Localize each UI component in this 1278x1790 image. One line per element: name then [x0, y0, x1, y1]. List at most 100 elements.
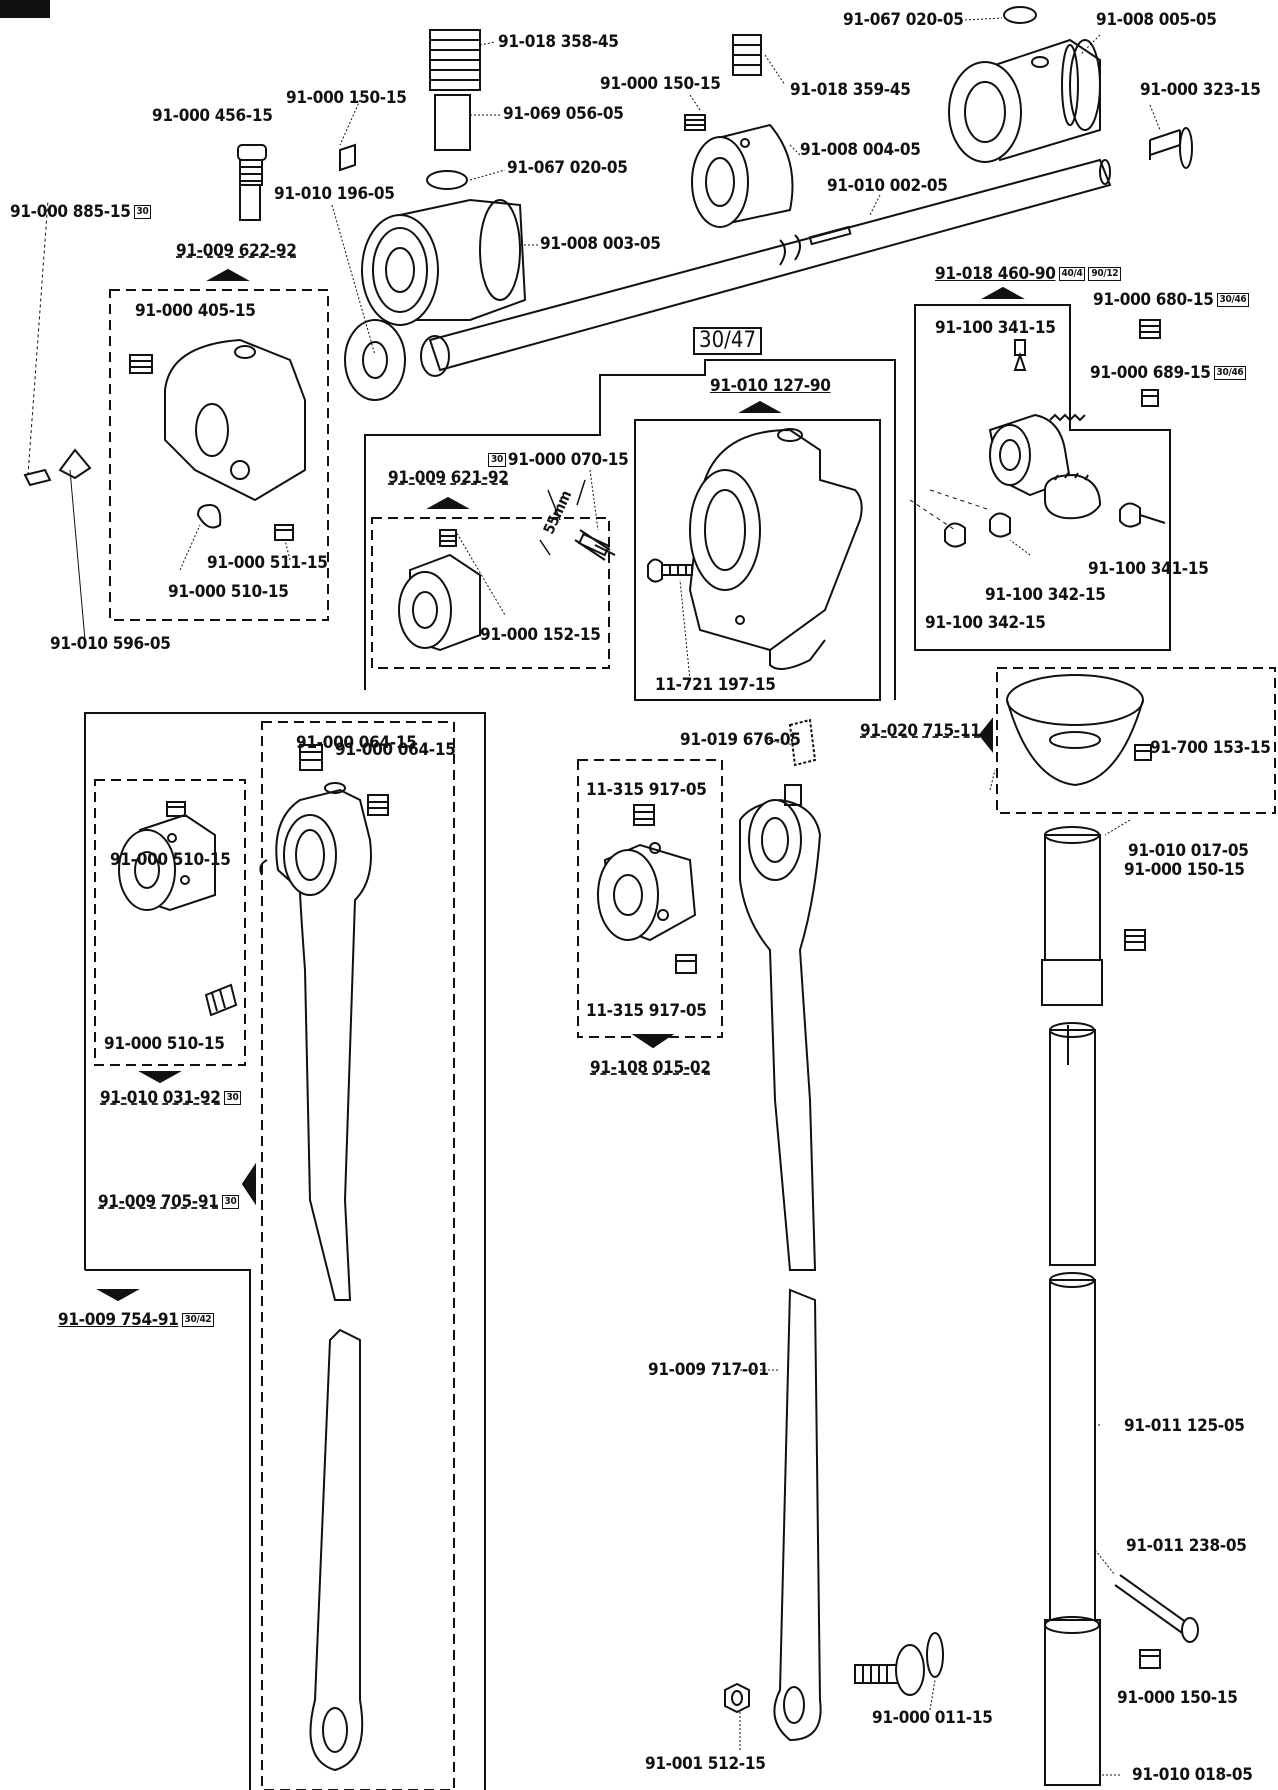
label-108-015: 91-108 015-02 [590, 1058, 711, 1078]
box-009-622 [109, 289, 329, 621]
bushing-008-004 [691, 123, 794, 228]
label-010-596: 91-010 596-05 [50, 634, 171, 654]
label-000-885-text: 91-000 885-15 [10, 202, 131, 222]
label-011-125: 91-011 125-05 [1124, 1416, 1245, 1436]
label-010-196: 91-010 196-05 [274, 184, 395, 204]
box-010-031 [94, 779, 246, 1066]
box-010-127 [634, 419, 881, 701]
label-000-510-b: 91-000 510-15 [110, 850, 231, 870]
label-009-717: 91-009 717-01 [648, 1360, 769, 1380]
label-000-150-a: 91-000 150-15 [286, 88, 407, 108]
tag-30-b: 30 [488, 453, 506, 467]
label-315-917-b: 11-315 917-05 [586, 1001, 707, 1021]
label-000-456: 91-000 456-15 [152, 106, 273, 126]
dimension-arrows [539, 479, 586, 556]
label-000-510-a: 91-000 510-15 [168, 582, 289, 602]
bushing-008-003 [361, 198, 527, 326]
label-009-754-text: 91-009 754-91 [58, 1310, 179, 1330]
outline-009-754 [84, 712, 486, 1790]
label-001-512: 91-001 512-15 [645, 1754, 766, 1774]
screw-721-197 [647, 558, 693, 583]
box-020-715 [996, 667, 1276, 814]
bushing-008-005 [948, 38, 1101, 163]
label-009-705-text: 91-009 705-91 [98, 1192, 219, 1212]
box-009-621 [371, 517, 610, 669]
box-108-015 [577, 759, 723, 1038]
gear-assembly [909, 319, 1166, 548]
label-000-011: 91-000 011-15 [872, 1708, 993, 1728]
tag-90-12: 90/12 [1088, 267, 1122, 281]
box-009-705 [261, 721, 455, 1790]
label-018-358: 91-018 358-45 [498, 32, 619, 52]
housing-010-127 [688, 428, 863, 670]
parts-left-edge [23, 199, 92, 641]
small-parts-top [339, 6, 1193, 190]
label-008-005: 91-008 005-05 [1096, 10, 1217, 30]
label-000-150-c: 91-000 150-15 [1124, 860, 1245, 880]
label-008-004: 91-008 004-05 [800, 140, 921, 160]
tag-30-46-a: 30/46 [1216, 293, 1250, 307]
collar-108-015 [597, 804, 697, 974]
label-010-017: 91-010 017-05 [1128, 841, 1249, 861]
section-outline-30-47 [364, 359, 896, 700]
label-000-689-text: 91-000 689-15 [1090, 363, 1211, 383]
label-067-020-b: 91-067 020-05 [843, 10, 964, 30]
screw-000-070 [574, 529, 616, 561]
tag-30-42: 30/42 [181, 1313, 215, 1327]
label-018-460-text: 91-018 460-90 [935, 264, 1056, 284]
cup-020-715 [1006, 674, 1152, 787]
label-010-031-text: 91-010 031-92 [100, 1088, 221, 1108]
label-020-715: 91-020 715-11 [860, 721, 981, 741]
label-069-056: 91-069 056-05 [503, 104, 624, 124]
tag-40-4: 40/4 [1058, 267, 1086, 281]
label-100-341-a: 91-100 341-15 [935, 318, 1056, 338]
label-100-341-b: 91-100 341-15 [1088, 559, 1209, 579]
tag-30-a: 30 [133, 205, 152, 219]
tag-30-c: 30 [223, 1091, 242, 1105]
label-018-359: 91-018 359-45 [790, 80, 911, 100]
label-067-020-a: 91-067 020-05 [507, 158, 628, 178]
collar-009-621 [398, 529, 481, 652]
label-010-127: 91-010 127-90 [710, 376, 831, 396]
label-010-002: 91-010 002-05 [827, 176, 948, 196]
link-009-717 [739, 718, 822, 1742]
label-009-621: 91-009 621-92 [388, 468, 509, 488]
box-018-460 [914, 304, 1171, 651]
bracket-000-405 [129, 338, 306, 541]
section-badge-30-47: 30/47 [693, 327, 763, 355]
label-000-152: 91-000 152-15 [480, 625, 601, 645]
label-100-342-b: 91-100 342-15 [925, 613, 1046, 633]
label-009-622: 91-009 622-92 [176, 241, 297, 261]
label-000-511: 91-000 511-15 [207, 553, 328, 573]
label-315-917-a: 11-315 917-05 [586, 780, 707, 800]
washer-010-196 [344, 319, 406, 401]
shaft-tube-right [1041, 826, 1199, 1786]
corner-mark [0, 0, 50, 18]
tag-30-46-b: 30/46 [1213, 366, 1247, 380]
label-000-064-b: 91-000 064-15 [335, 740, 456, 760]
label-019-676: 91-019 676-05 [680, 730, 801, 750]
screw-000-456 [237, 144, 267, 221]
label-000-150-b: 91-000 150-15 [600, 74, 721, 94]
label-721-197: 11-721 197-15 [655, 675, 776, 695]
label-000-510-c: 91-000 510-15 [104, 1034, 225, 1054]
rod-009-705 [259, 744, 389, 1772]
label-700-153: 91-700 153-15 [1150, 738, 1271, 758]
label-010-018: 91-010 018-05 [1132, 1765, 1253, 1785]
label-000-150-d: 91-000 150-15 [1117, 1688, 1238, 1708]
label-000-323: 91-000 323-15 [1140, 80, 1261, 100]
label-000-070-text: 91-000 070-15 [507, 450, 629, 470]
label-000-064-a: 91-000 064-15 [296, 733, 417, 753]
nut-and-stud [724, 1632, 944, 1714]
label-000-405: 91-000 405-15 [135, 301, 256, 321]
label-011-238: 91-011 238-05 [1126, 1536, 1247, 1556]
label-008-003: 91-008 003-05 [540, 234, 661, 254]
